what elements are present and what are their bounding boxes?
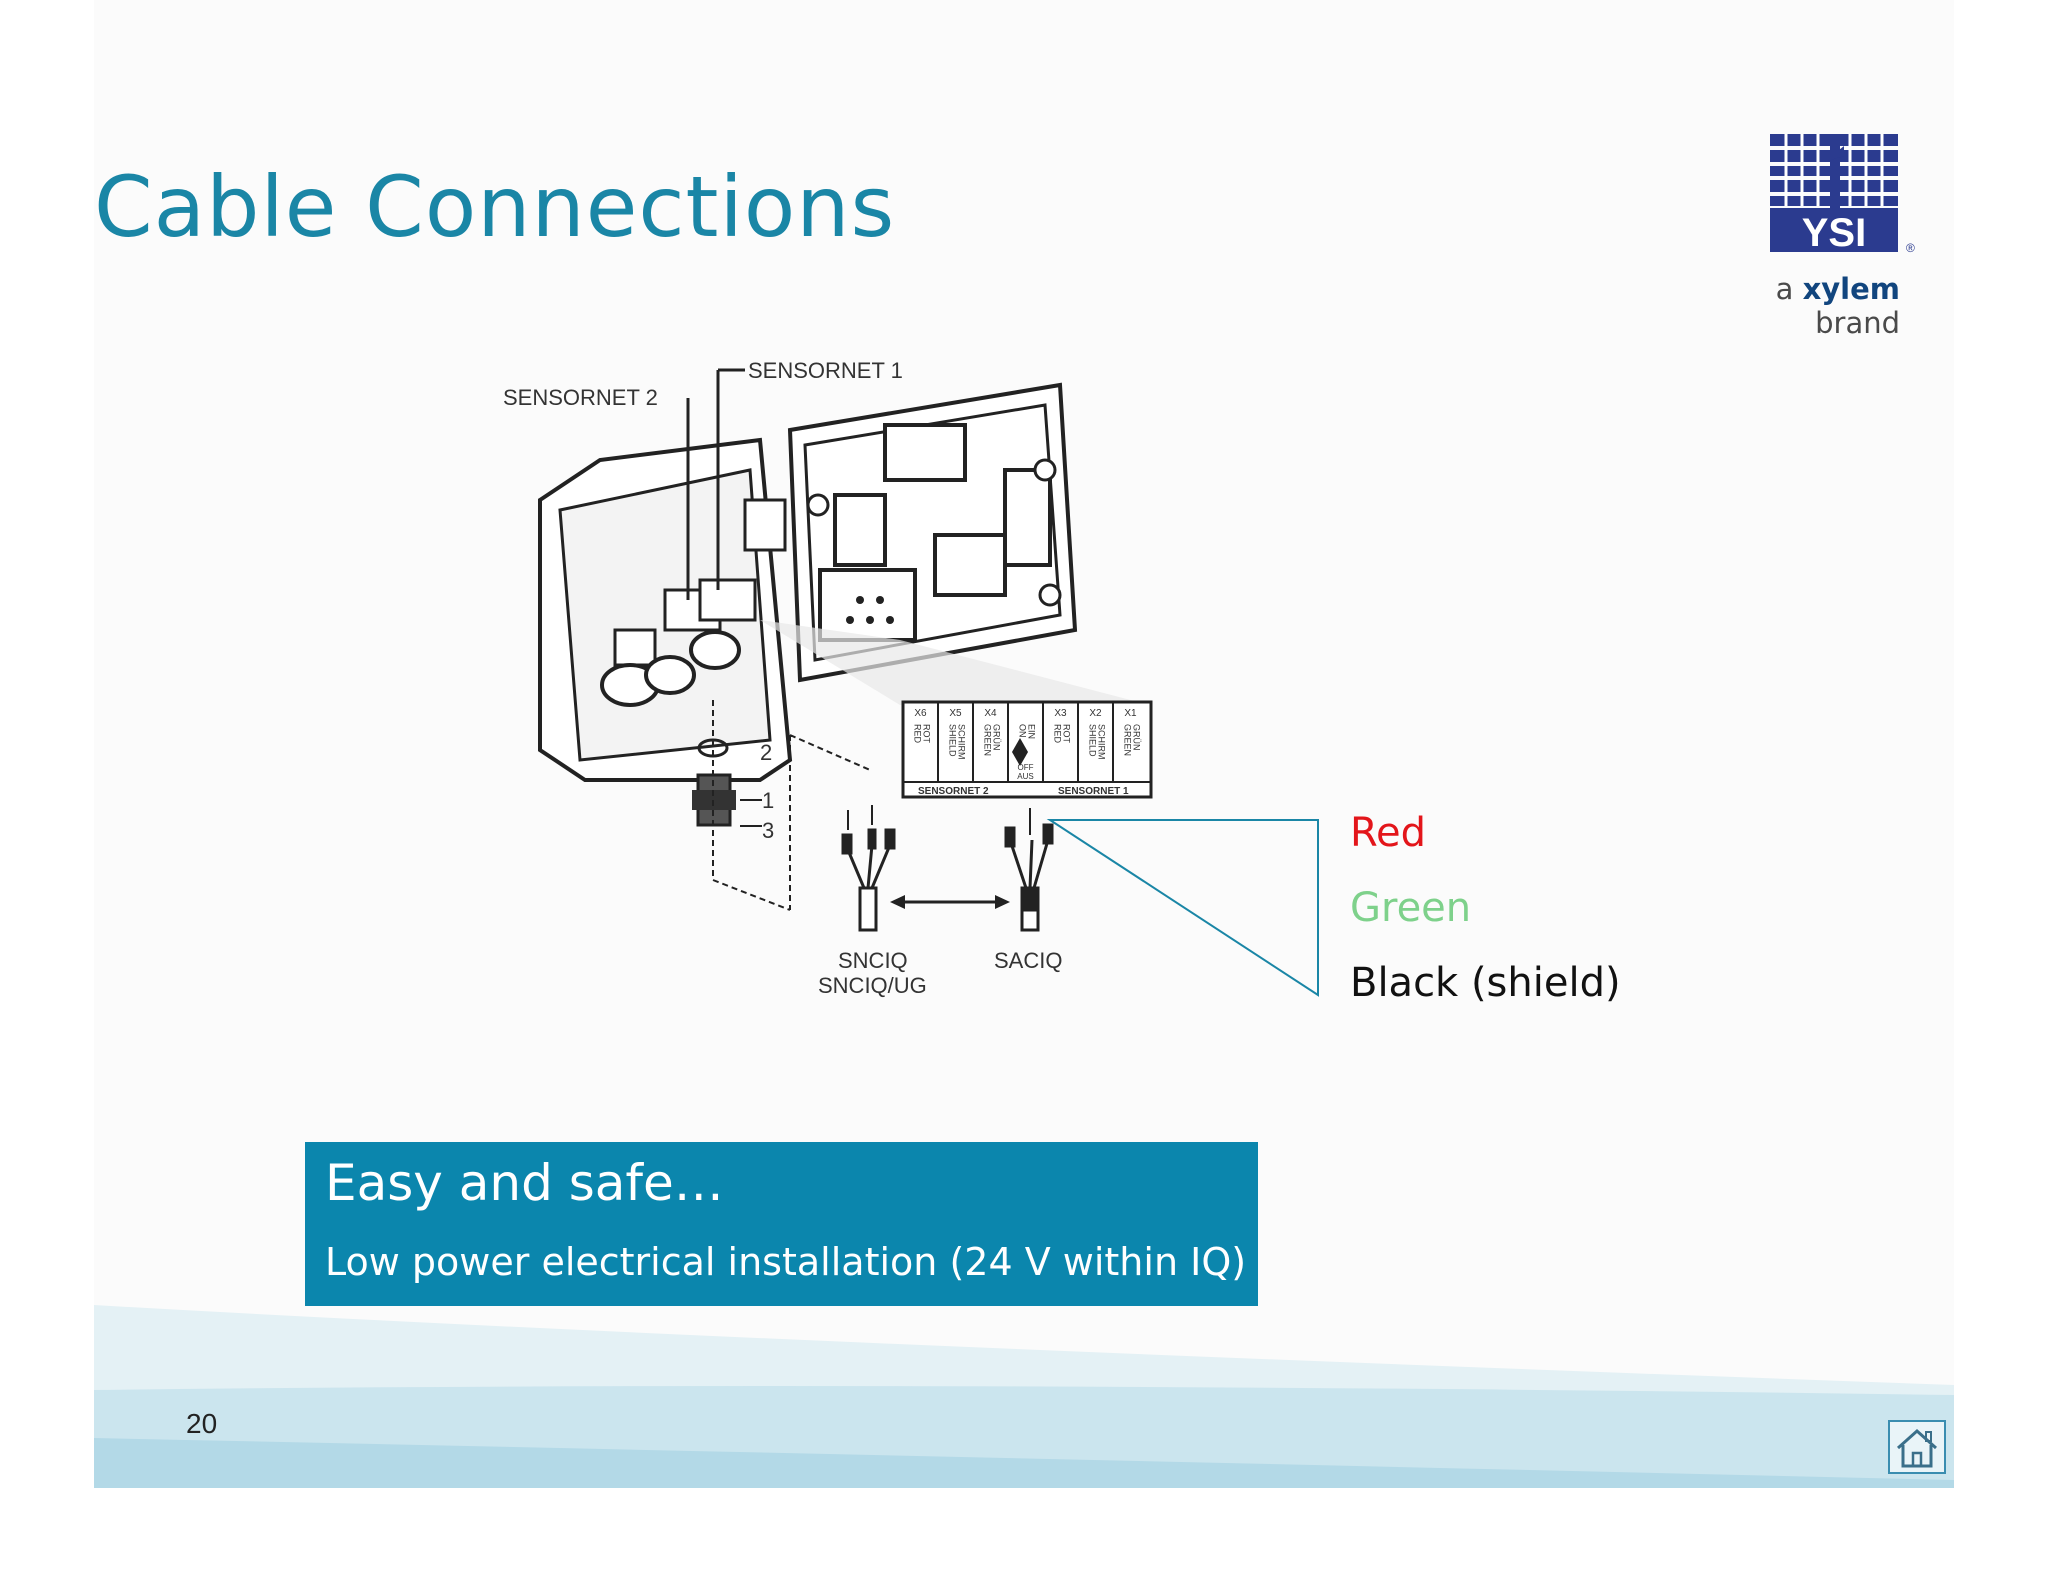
brand-tagline: a xylem brand bbox=[1710, 272, 1900, 340]
terminal-label: ON bbox=[1018, 724, 1028, 738]
cable-saciq bbox=[1004, 808, 1054, 932]
slide-title: Cable Connections bbox=[94, 158, 896, 256]
tagline-suffix: brand bbox=[1815, 306, 1900, 340]
terminal-label: SCHIRM bbox=[1097, 724, 1107, 760]
connector-sensornet1 bbox=[698, 578, 757, 622]
terminal-label: EIN bbox=[1027, 724, 1037, 739]
lid-window-4 bbox=[933, 533, 1007, 597]
callout-subtitle: Low power electrical installation (24 V … bbox=[325, 1240, 1247, 1284]
terminal-switch-label: AUS bbox=[1017, 772, 1033, 781]
lid-window-2 bbox=[1003, 468, 1052, 567]
label-sensornet2: SENSORNET 2 bbox=[503, 385, 658, 410]
terminal-switch-label: OFF bbox=[1018, 763, 1034, 772]
terminal-label: SCHIRM bbox=[957, 724, 967, 760]
terminal-id: X3 bbox=[1054, 708, 1067, 719]
terminal-footer-sensornet1: SENSORNET 1 bbox=[1058, 786, 1129, 797]
terminal-label: RED bbox=[1053, 724, 1063, 744]
zoom-cone bbox=[760, 620, 1150, 705]
terminal-id: X1 bbox=[1124, 708, 1137, 719]
callout-title: Easy and safe… bbox=[325, 1154, 724, 1212]
cable-label-sncliq: SNCIQ bbox=[838, 948, 908, 973]
terminal-label: GRÜN bbox=[992, 724, 1002, 751]
terminal-label: SHIELD bbox=[948, 724, 958, 757]
part-number-2: 2 bbox=[760, 740, 772, 765]
terminal-id: X2 bbox=[1089, 708, 1102, 719]
terminal-id: X6 bbox=[914, 708, 927, 719]
part-number-3: 3 bbox=[762, 818, 774, 843]
terminal-label: GREEN bbox=[983, 724, 993, 756]
page-number: 20 bbox=[186, 1408, 218, 1439]
part-number-1: 1 bbox=[762, 788, 774, 813]
legend-black-shield: Black (shield) bbox=[1350, 960, 1621, 1006]
terminal-label: ROT bbox=[1062, 724, 1072, 744]
terminal-label: SHIELD bbox=[1088, 724, 1098, 757]
lid-window-1 bbox=[883, 423, 967, 482]
legend-red: Red bbox=[1350, 810, 1426, 856]
registered-mark: ® bbox=[1906, 241, 1915, 255]
terminal-label: GREEN bbox=[1123, 724, 1133, 756]
tagline-prefix: a bbox=[1775, 272, 1794, 306]
cable-label-sncliq-ug: SNCIQ/UG bbox=[818, 973, 927, 998]
footer-wave bbox=[94, 1305, 1954, 1488]
home-icon bbox=[1896, 1428, 1938, 1468]
legend-green: Green bbox=[1350, 885, 1472, 931]
terminal-footer-sensornet2: SENSORNET 2 bbox=[918, 786, 989, 797]
terminal-id: X4 bbox=[984, 708, 997, 719]
cable-sncliq bbox=[841, 805, 896, 932]
label-sensornet1: SENSORNET 1 bbox=[748, 358, 903, 383]
tagline-name: xylem bbox=[1802, 272, 1900, 306]
terminal-label: ROT bbox=[922, 724, 932, 744]
cable-gland-hole-2 bbox=[644, 655, 696, 695]
terminal-id: X5 bbox=[949, 708, 962, 719]
terminal-label: RED bbox=[913, 724, 923, 744]
terminal-label: GRÜN bbox=[1132, 724, 1142, 751]
legend-pointer bbox=[1046, 819, 1319, 997]
ysi-logo: YSI ® bbox=[1770, 134, 1915, 255]
cable-label-saciq: SACIQ bbox=[994, 948, 1062, 973]
lid-window-3 bbox=[833, 493, 887, 567]
logo-text: YSI bbox=[1802, 211, 1866, 255]
home-button[interactable] bbox=[1888, 1420, 1946, 1474]
callout-box: Easy and safe… Low power electrical inst… bbox=[305, 1142, 1258, 1306]
lid-terminal-block bbox=[818, 568, 917, 642]
